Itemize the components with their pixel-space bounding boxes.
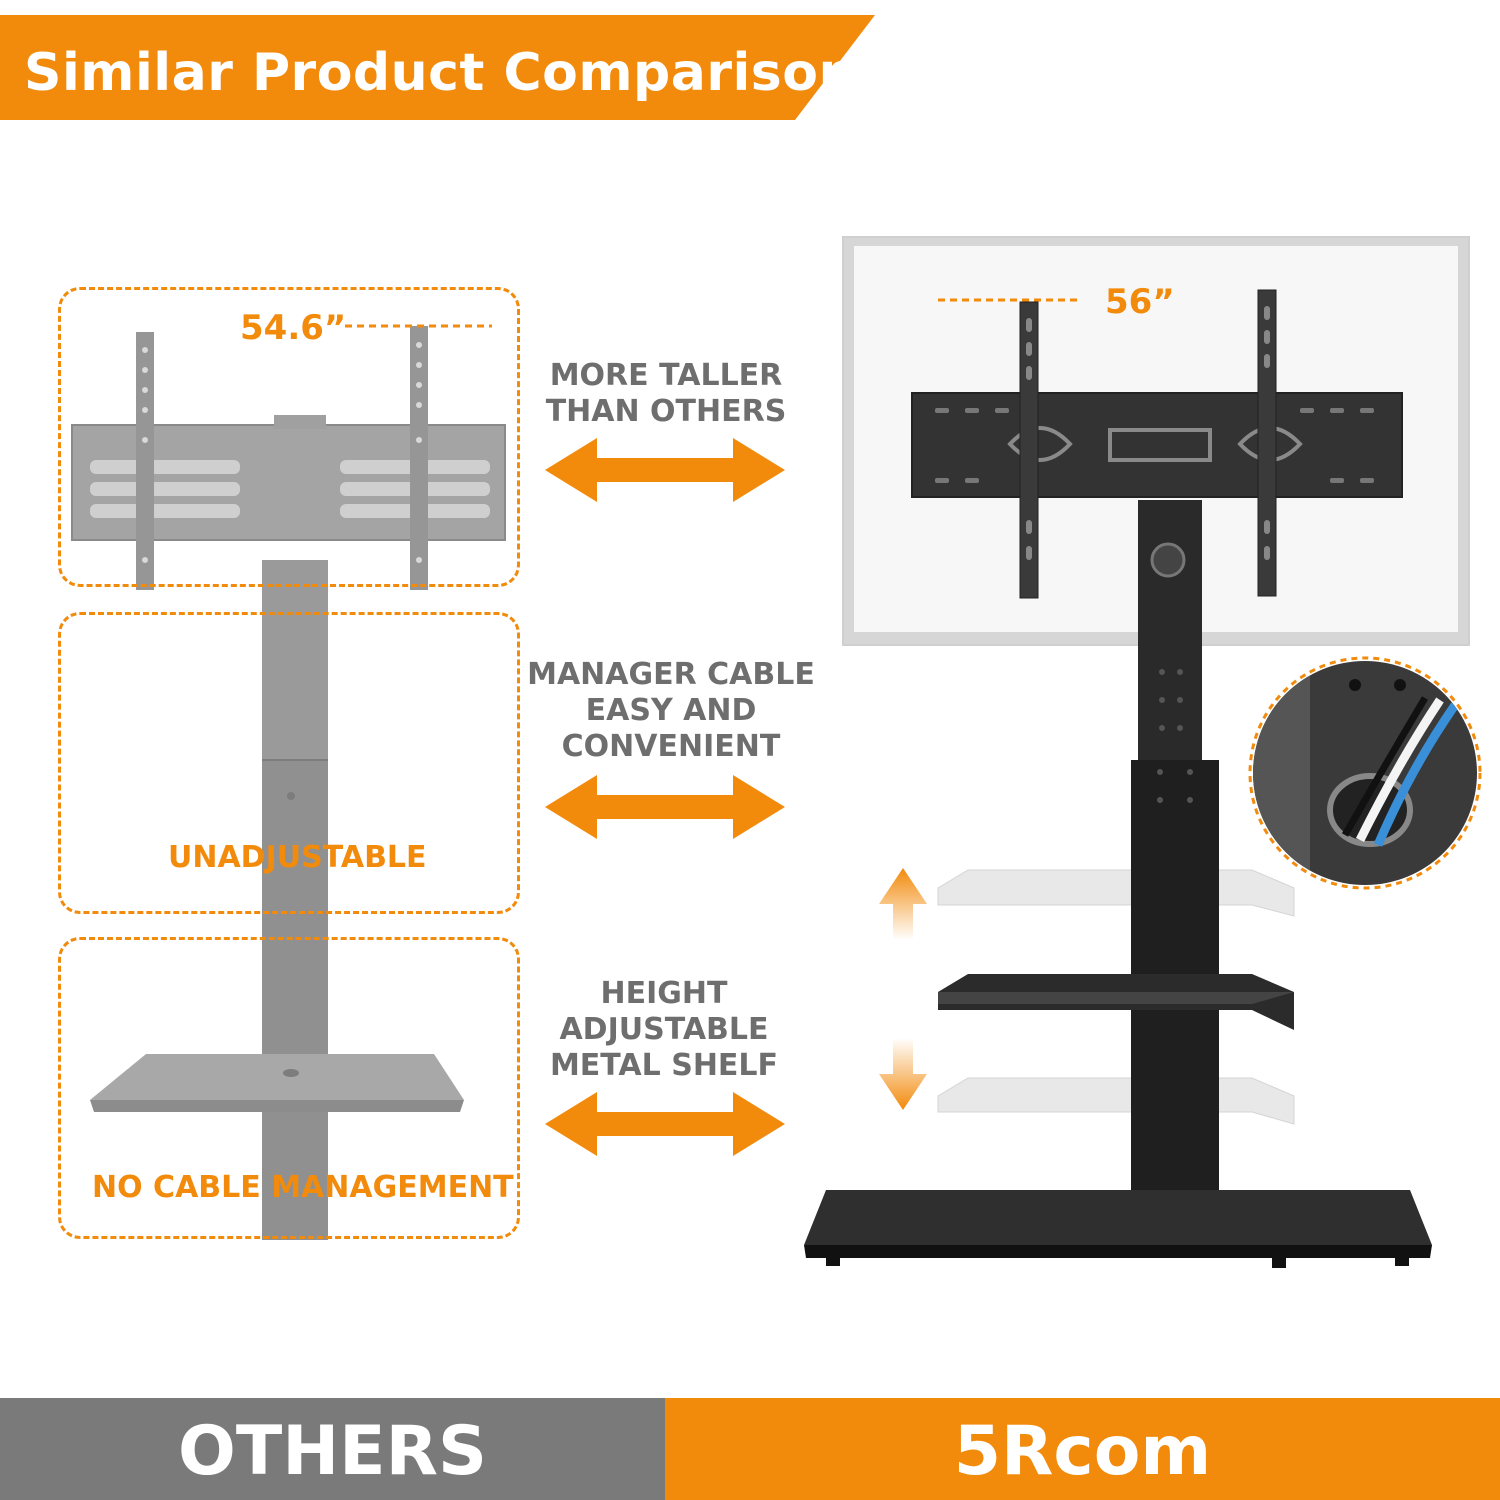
page-title: Similar Product Comparison (24, 43, 856, 103)
others-panel-shelf (58, 937, 520, 1239)
footer-brand-label: 5Rcom (953, 1412, 1212, 1491)
down-arrow-icon (879, 1038, 927, 1110)
double-arrow-icon (545, 775, 785, 839)
others-panel-height (58, 612, 520, 914)
others-width-label: 54.6” (240, 308, 347, 348)
title-banner: Similar Product Comparison (0, 15, 875, 120)
feature-shelf-label: HEIGHT ADJUSTABLE METAL SHELF (549, 976, 779, 1083)
footer-brand: 5Rcom (665, 1398, 1500, 1500)
feature-cable-label: MANAGER CABLE EASY AND CONVENIENT (527, 657, 815, 764)
up-arrow-icon (879, 868, 927, 940)
double-arrow-icon (545, 1092, 785, 1156)
feature-taller-label: MORE TALLER THAN OTHERS (545, 358, 787, 429)
double-arrow-icon (545, 438, 785, 502)
others-panel-width (58, 287, 520, 587)
no-cable-label: NO CABLE MANAGEMENT (92, 1170, 514, 1205)
unadjustable-label: UNADJUSTABLE (168, 840, 427, 875)
footer-others-label: OTHERS (178, 1412, 487, 1491)
footer-others: OTHERS (0, 1398, 665, 1500)
brand-width-label: 56” (1105, 282, 1175, 322)
title-banner-shape (0, 15, 875, 120)
